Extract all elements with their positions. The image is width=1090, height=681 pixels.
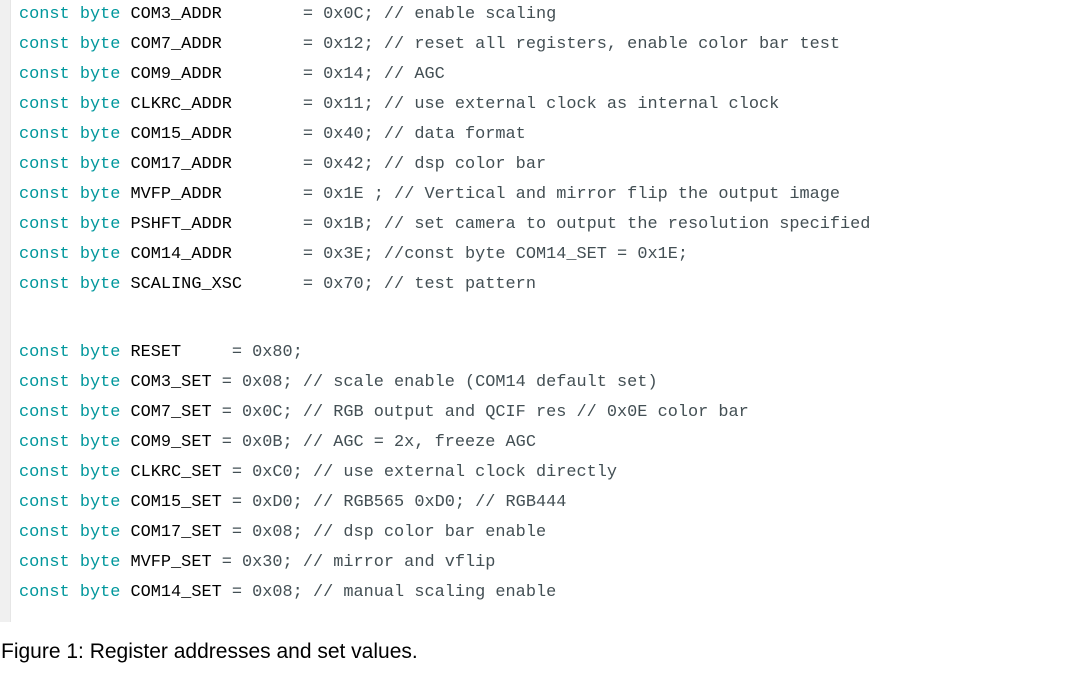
assignment-and-comment: = 0x30; // mirror and vflip: [221, 553, 496, 572]
constant-name: COM15_ADDR: [130, 125, 232, 144]
code-line: const byte RESET = 0x80;: [19, 338, 303, 368]
code-line: const byte COM9_SET = 0x0B; // AGC = 2x,…: [19, 428, 536, 458]
code-line: const byte SCALING_XSC = 0x70; // test p…: [19, 270, 536, 300]
assignment-and-comment: = 0x1E ; // Vertical and mirror flip the…: [302, 185, 841, 204]
constant-name: PSHFT_ADDR: [130, 215, 232, 234]
keyword: const byte: [19, 583, 131, 602]
code-line: const byte MVFP_SET = 0x30; // mirror an…: [19, 548, 495, 578]
keyword: const byte: [19, 155, 131, 174]
keyword: const byte: [19, 343, 131, 362]
whitespace: [232, 215, 303, 234]
constant-name: MVFP_ADDR: [130, 185, 222, 204]
keyword: const byte: [19, 185, 131, 204]
code-line: const byte PSHFT_ADDR = 0x1B; // set cam…: [19, 210, 870, 240]
keyword: const byte: [19, 65, 131, 84]
constant-name: COM7_SET: [130, 403, 212, 422]
assignment-and-comment: = 0x80;: [231, 343, 303, 362]
figure-caption: Figure 1: Register addresses and set val…: [1, 640, 418, 663]
code-line: const byte COM14_ADDR = 0x3E; //const by…: [19, 240, 688, 270]
keyword: const byte: [19, 275, 131, 294]
assignment-and-comment: = 0x3E; //const byte COM14_SET = 0x1E;: [302, 245, 688, 264]
code-line: const byte CLKRC_ADDR = 0x11; // use ext…: [19, 90, 779, 120]
constant-name: COM9_ADDR: [130, 65, 222, 84]
code-line: const byte COM9_ADDR = 0x14; // AGC: [19, 60, 445, 90]
assignment-and-comment: = 0x0B; // AGC = 2x, freeze AGC: [221, 433, 536, 452]
whitespace: [212, 553, 222, 572]
keyword: const byte: [19, 553, 131, 572]
assignment-and-comment: = 0xD0; // RGB565 0xD0; // RGB444: [221, 493, 567, 512]
constant-name: COM3_SET: [130, 373, 212, 392]
keyword: const byte: [19, 245, 131, 264]
code-line: const byte COM3_SET = 0x08; // scale ena…: [19, 368, 658, 398]
whitespace: [222, 185, 303, 204]
code-line: const byte COM17_SET = 0x08; // dsp colo…: [19, 518, 546, 548]
code-line: const byte COM7_ADDR = 0x12; // reset al…: [19, 30, 840, 60]
whitespace: [222, 35, 303, 54]
assignment-and-comment: = 0x40; // data format: [302, 125, 526, 144]
keyword: const byte: [19, 215, 131, 234]
whitespace: [212, 373, 222, 392]
whitespace: [232, 155, 303, 174]
assignment-and-comment: = 0xC0; // use external clock directly: [221, 463, 618, 482]
constant-name: SCALING_XSC: [130, 275, 243, 294]
keyword: const byte: [19, 433, 131, 452]
constant-name: COM14_SET: [130, 583, 222, 602]
constant-name: COM9_SET: [130, 433, 212, 452]
assignment-and-comment: = 0x42; // dsp color bar: [302, 155, 547, 174]
assignment-and-comment: = 0x08; // scale enable (COM14 default s…: [221, 373, 658, 392]
whitespace: [222, 65, 303, 84]
code-line: const byte COM14_SET = 0x08; // manual s…: [19, 578, 556, 608]
constant-name: COM17_SET: [130, 523, 222, 542]
assignment-and-comment: = 0x70; // test pattern: [302, 275, 536, 294]
keyword: const byte: [19, 95, 131, 114]
assignment-and-comment: = 0x0C; // enable scaling: [302, 5, 557, 24]
keyword: const byte: [19, 125, 131, 144]
code-line: const byte CLKRC_SET = 0xC0; // use exte…: [19, 458, 617, 488]
editor-gutter: [0, 0, 11, 622]
whitespace: [212, 403, 222, 422]
code-listing: const byte COM3_ADDR = 0x0C; // enable s…: [0, 0, 871, 622]
constant-name: RESET: [130, 343, 182, 362]
whitespace: [212, 433, 222, 452]
whitespace: [232, 125, 303, 144]
keyword: const byte: [19, 463, 131, 482]
whitespace: [232, 95, 303, 114]
constant-name: MVFP_SET: [130, 553, 212, 572]
keyword: const byte: [19, 373, 131, 392]
constant-name: COM14_ADDR: [130, 245, 232, 264]
keyword: const byte: [19, 523, 131, 542]
constant-name: COM7_ADDR: [130, 35, 222, 54]
constant-name: COM15_SET: [130, 493, 222, 512]
code-line: const byte MVFP_ADDR = 0x1E ; // Vertica…: [19, 180, 840, 210]
assignment-and-comment: = 0x12; // reset all registers, enable c…: [302, 35, 841, 54]
constant-name: CLKRC_SET: [130, 463, 222, 482]
code-line: const byte COM7_SET = 0x0C; // RGB outpu…: [19, 398, 749, 428]
whitespace: [242, 275, 303, 294]
assignment-and-comment: = 0x14; // AGC: [302, 65, 445, 84]
keyword: const byte: [19, 403, 131, 422]
code-line: const byte COM3_ADDR = 0x0C; // enable s…: [19, 0, 556, 30]
keyword: const byte: [19, 493, 131, 512]
code-line: const byte COM15_SET = 0xD0; // RGB565 0…: [19, 488, 566, 518]
code-line: const byte COM17_ADDR = 0x42; // dsp col…: [19, 150, 546, 180]
whitespace: [232, 245, 303, 264]
keyword: const byte: [19, 35, 131, 54]
code-line: const byte COM15_ADDR = 0x40; // data fo…: [19, 120, 526, 150]
keyword: const byte: [19, 5, 131, 24]
assignment-and-comment: = 0x08; // manual scaling enable: [221, 583, 557, 602]
assignment-and-comment: = 0x08; // dsp color bar enable: [221, 523, 547, 542]
whitespace: [222, 5, 303, 24]
assignment-and-comment: = 0x0C; // RGB output and QCIF res // 0x…: [221, 403, 749, 422]
assignment-and-comment: = 0x1B; // set camera to output the reso…: [302, 215, 871, 234]
constant-name: COM3_ADDR: [130, 5, 222, 24]
whitespace: [181, 343, 232, 362]
constant-name: COM17_ADDR: [130, 155, 232, 174]
constant-name: CLKRC_ADDR: [130, 95, 232, 114]
assignment-and-comment: = 0x11; // use external clock as interna…: [302, 95, 780, 114]
